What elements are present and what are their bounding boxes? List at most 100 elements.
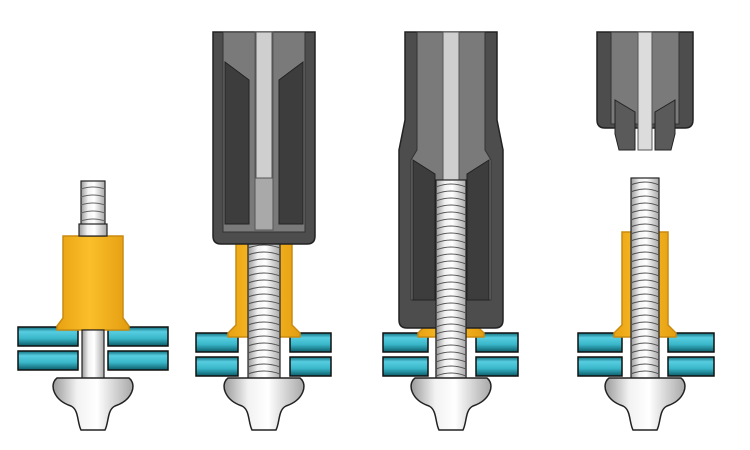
thread-line <box>630 202 660 207</box>
pintail-groove <box>80 194 106 198</box>
thread-line <box>435 316 467 321</box>
thread-line <box>435 218 467 223</box>
plate-left-2 <box>195 356 239 377</box>
thread-line <box>247 328 281 333</box>
plate-left-2 <box>382 356 429 377</box>
thread-line <box>630 237 660 242</box>
pintail-groove <box>80 210 106 214</box>
thread-line <box>435 372 467 377</box>
tool-jaw-right <box>654 99 676 151</box>
plate-right-2 <box>107 350 169 371</box>
tool-jaw-right <box>466 159 490 301</box>
thread-line <box>435 225 467 230</box>
thread-line <box>630 293 660 298</box>
plate-left-2 <box>577 356 623 377</box>
thread-line <box>630 279 660 284</box>
thread-line <box>247 321 281 326</box>
stage-4 <box>577 31 715 431</box>
mandrel-collar <box>78 223 108 237</box>
mandrel-head <box>223 377 305 431</box>
thread-line <box>630 265 660 270</box>
broken-mandrel-in-tool <box>637 31 653 151</box>
thread-line <box>247 279 281 284</box>
thread-line <box>630 272 660 277</box>
mandrel-head <box>604 377 686 431</box>
thread-line <box>435 323 467 328</box>
thread-line <box>247 349 281 354</box>
thread-line <box>247 293 281 298</box>
tool-jaw-left <box>224 61 250 225</box>
thread-line <box>630 356 660 361</box>
stage-2 <box>195 31 332 431</box>
mandrel-head <box>410 377 492 431</box>
thread-line <box>435 274 467 279</box>
thread-line <box>435 309 467 314</box>
thread-line <box>247 314 281 319</box>
plate-right-2 <box>475 356 519 377</box>
thread-line <box>630 321 660 326</box>
tool-jaw-left <box>614 99 636 151</box>
thread-line <box>247 370 281 375</box>
thread-line <box>435 246 467 251</box>
thread-line <box>630 328 660 333</box>
plate-right-1 <box>107 326 169 347</box>
thread-line <box>247 363 281 368</box>
tool-jaw-right <box>278 61 304 225</box>
mandrel-head <box>52 377 134 431</box>
thread-line <box>435 211 467 216</box>
thread-line <box>435 330 467 335</box>
thread-line <box>247 307 281 312</box>
thread-line <box>630 349 660 354</box>
thread-line <box>435 281 467 286</box>
plate-right-2 <box>289 356 332 377</box>
thread-line <box>435 253 467 258</box>
pintail-groove <box>80 202 106 206</box>
plate-right-1 <box>667 332 715 353</box>
plate-left-1 <box>17 326 79 347</box>
thread-line <box>630 314 660 319</box>
thread-line <box>630 307 660 312</box>
thread-line <box>247 251 281 256</box>
thread-line <box>247 286 281 291</box>
thread-line <box>630 223 660 228</box>
thread-line <box>435 344 467 349</box>
mandrel-in-tool <box>442 31 460 181</box>
thread-line <box>435 190 467 195</box>
thread-line <box>435 358 467 363</box>
thread-line <box>247 342 281 347</box>
rivet-sleeve <box>56 235 130 331</box>
thread-line <box>247 265 281 270</box>
thread-line <box>630 209 660 214</box>
mandrel-shank <box>435 179 467 381</box>
thread-line <box>247 244 281 249</box>
stage-3 <box>382 31 519 431</box>
pintail-groove <box>80 186 106 190</box>
thread-line <box>435 337 467 342</box>
tool-jaw-left <box>412 159 436 301</box>
thread-line <box>435 288 467 293</box>
thread-line <box>247 335 281 340</box>
thread-line <box>247 300 281 305</box>
thread-line <box>630 188 660 193</box>
thread-line <box>247 258 281 263</box>
thread-line <box>630 363 660 368</box>
thread-line <box>435 197 467 202</box>
thread-line <box>630 216 660 221</box>
thread-line <box>247 272 281 277</box>
thread-line <box>435 239 467 244</box>
thread-line <box>630 230 660 235</box>
thread-line <box>630 370 660 375</box>
plate-left-1 <box>382 332 429 353</box>
thread-line <box>435 267 467 272</box>
thread-line <box>435 365 467 370</box>
plate-right-2 <box>667 356 715 377</box>
mandrel-through-hole <box>81 329 105 381</box>
thread-line <box>630 286 660 291</box>
plate-left-1 <box>577 332 623 353</box>
thread-line <box>630 342 660 347</box>
thread-line <box>630 300 660 305</box>
thread-line <box>435 295 467 300</box>
thread-line <box>435 260 467 265</box>
